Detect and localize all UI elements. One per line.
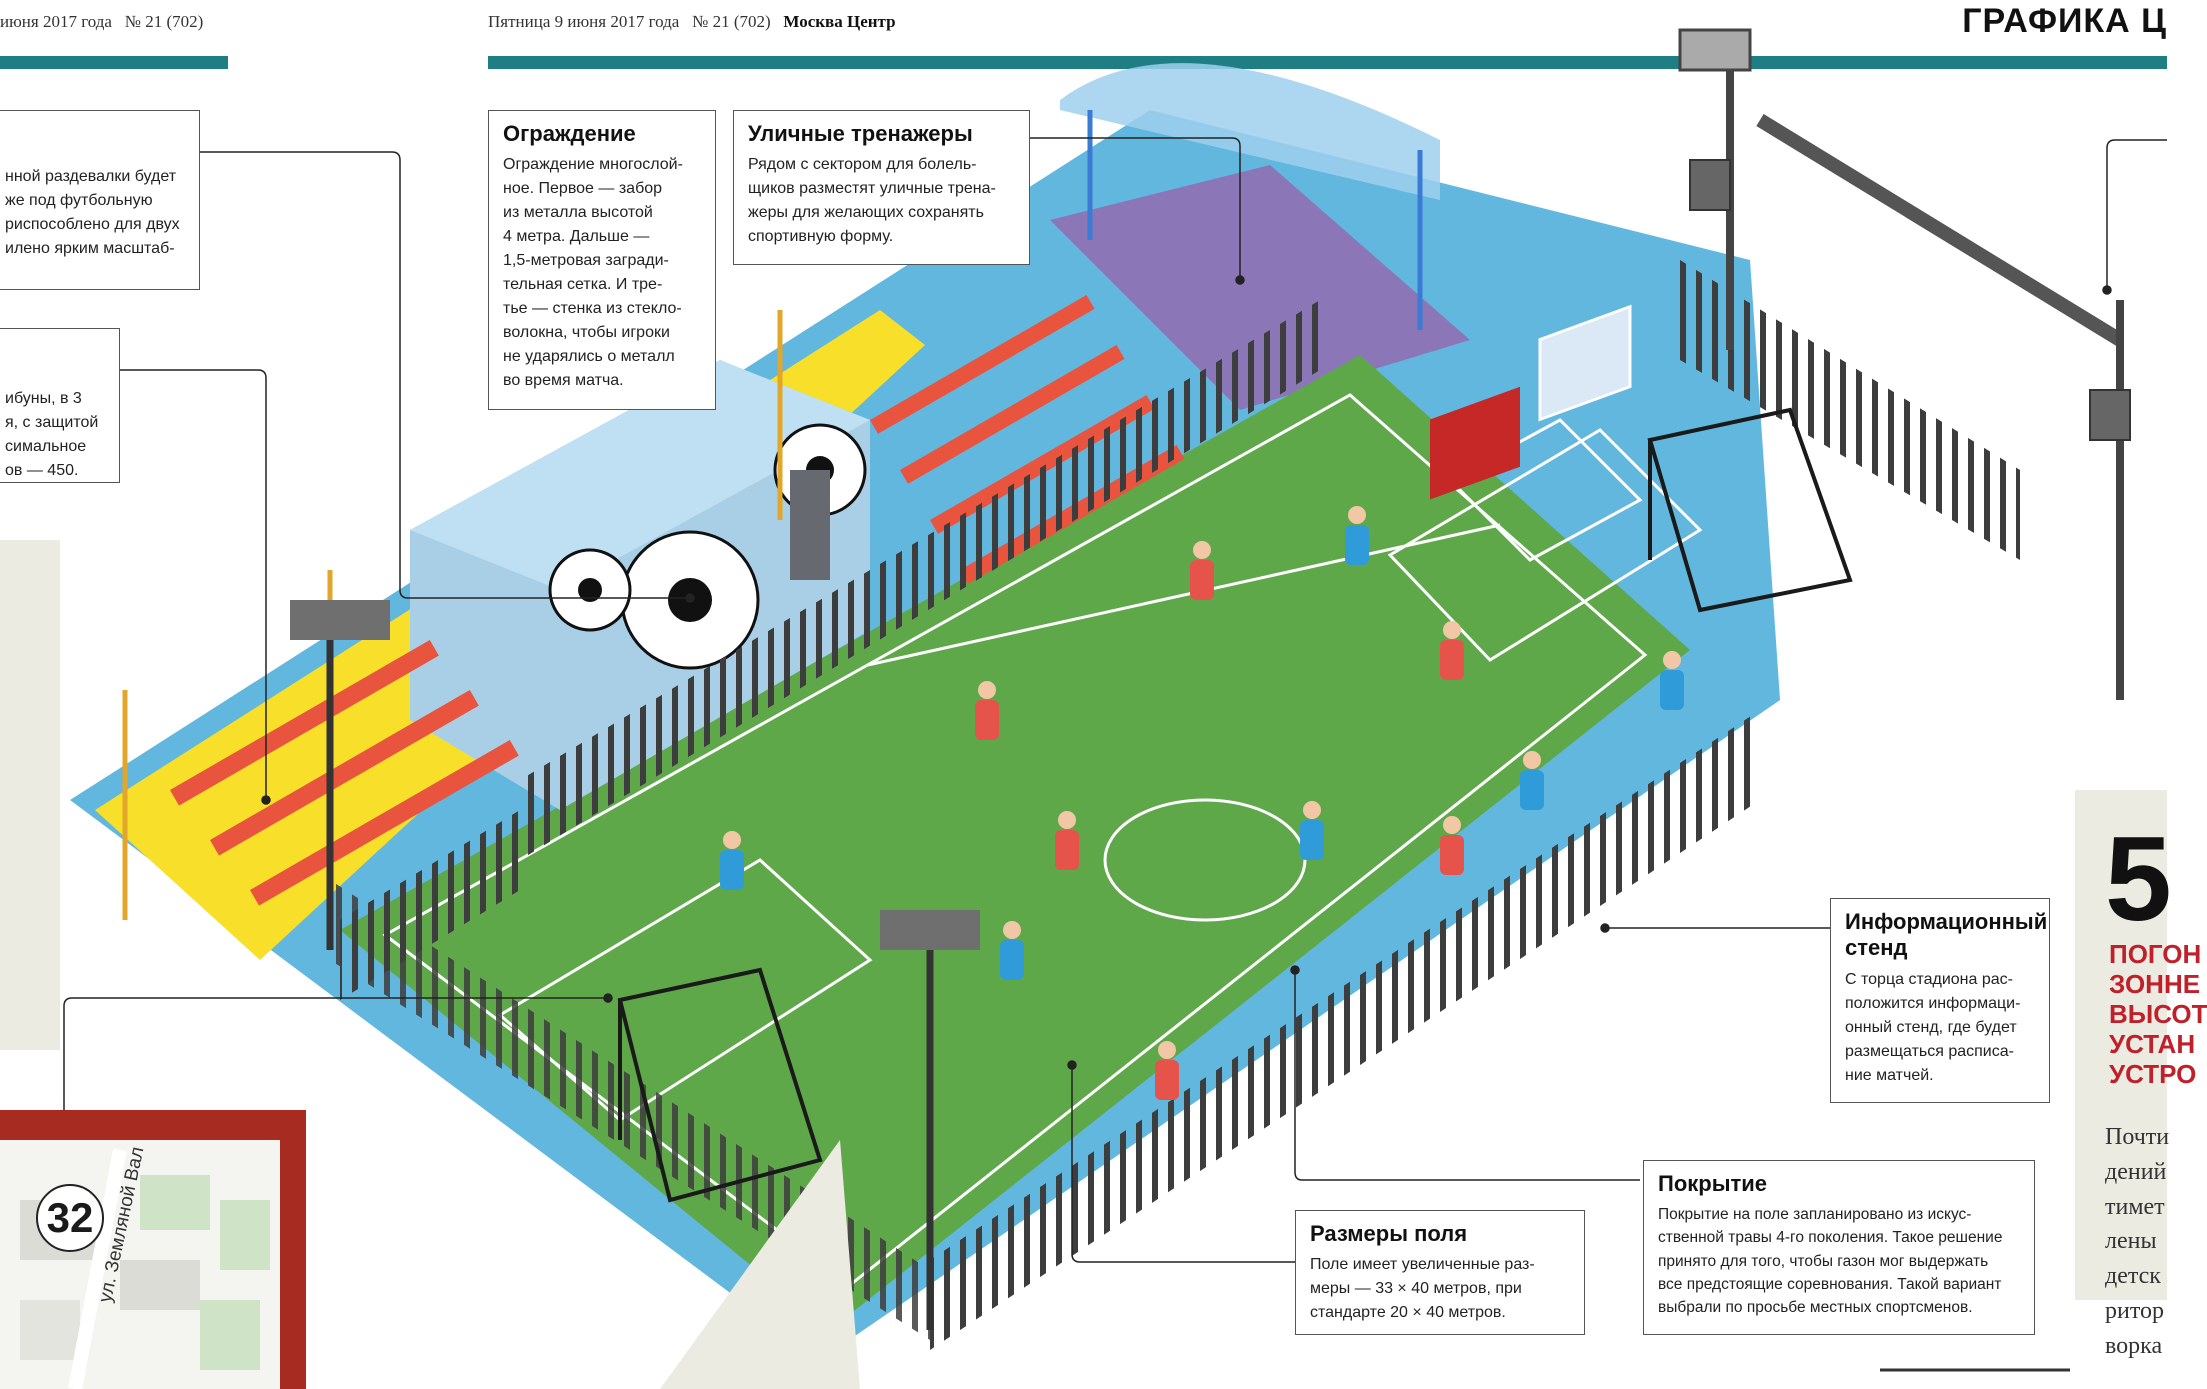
goal-near bbox=[617, 967, 823, 1203]
field-size-title: Размеры поля bbox=[1310, 1221, 1468, 1246]
section-title: ГРАФИКА Ц bbox=[1962, 2, 2167, 40]
players bbox=[720, 506, 1684, 1100]
field-size-line: стандарте 20 × 40 метров. bbox=[1310, 1304, 1506, 1321]
trainers-title: Уличные тренажеры bbox=[748, 121, 973, 146]
surface-line: принято для того, чтобы газон мог выдерж… bbox=[1658, 1252, 1989, 1270]
fence-title: Ограждение bbox=[503, 121, 636, 146]
leader-lines bbox=[63, 137, 2167, 1263]
stands-line-3: симальное bbox=[5, 438, 87, 455]
info-stand-line: положится информаци- bbox=[1845, 994, 2021, 1012]
trainer-canopy bbox=[1060, 63, 1440, 200]
trainers-line: жеры для желающих сохранять bbox=[748, 204, 984, 221]
side-panel-bg bbox=[2075, 790, 2167, 1300]
field-turf bbox=[340, 355, 1690, 1330]
locker-door bbox=[790, 470, 830, 580]
field-size-line: Поле имеет увеличенные раз- bbox=[1310, 1256, 1535, 1273]
side-body: Почти дений тимет лены детск ритор ворка bbox=[2105, 1124, 2170, 1359]
fence-right bbox=[1680, 260, 2020, 560]
side-caption: ПОГОН ЗОННЕ ВЫСОТ УСТАН УСТРО bbox=[2109, 939, 2207, 1089]
map-inset bbox=[0, 1110, 306, 1389]
left-page-date: июня 2017 года № 21 (702) bbox=[0, 12, 203, 32]
left-issue: № 21 (702) bbox=[124, 12, 204, 31]
trainers-line: Рядом с сектором для болель- bbox=[748, 156, 977, 173]
left-stands bbox=[122, 570, 519, 920]
map-pin-number: 32 bbox=[36, 1184, 104, 1252]
callout-info-stand: Информационный стенд С торца стадиона ра… bbox=[1830, 898, 2050, 1103]
fence-line: тье — стенка из стекло- bbox=[503, 300, 682, 317]
side-big-number: 5 bbox=[2105, 812, 2172, 946]
fence-line: не ударялись о металл bbox=[503, 348, 675, 365]
center-issue: № 21 (702) bbox=[692, 12, 771, 31]
left-header-bar bbox=[0, 56, 228, 69]
left-date: июня 2017 года bbox=[0, 12, 112, 31]
locker-line-4: илено ярким масштаб- bbox=[5, 240, 175, 257]
info-stand-title: Информационный стенд bbox=[1845, 909, 2048, 961]
callout-trainers: Уличные тренажеры Рядом с сектором для б… bbox=[733, 110, 1030, 265]
fence-line: Ограждение многослой- bbox=[503, 156, 683, 173]
info-stand-line: онный стенд, где будет bbox=[1845, 1018, 2017, 1036]
surface-title: Покрытие bbox=[1658, 1171, 1768, 1196]
center-page-date: Пятница 9 июня 2017 года № 21 (702) Моск… bbox=[488, 12, 896, 32]
center-date: Пятница 9 июня 2017 года bbox=[488, 12, 680, 31]
stands-line-1: ибуны, в 3 bbox=[5, 390, 82, 407]
center-edition: Москва Центр bbox=[783, 12, 896, 31]
side-panel: 5 ПОГОН ЗОННЕ ВЫСОТ УСТАН УСТРО Почти де… bbox=[2075, 790, 2207, 1359]
fence-line: тельная сетка. И тре- bbox=[503, 276, 663, 293]
locker-line-2: же под футбольную bbox=[5, 192, 153, 209]
callout-stands: ибуны, в 3 я, с защитой симальное ов — 4… bbox=[0, 328, 120, 483]
info-stand-line: ние матчей. bbox=[1845, 1066, 1934, 1084]
trainer-area bbox=[1050, 165, 1470, 410]
surface-line: Покрытие на поле запланировано из искус- bbox=[1658, 1206, 1972, 1223]
callout-locker-room: нной раздевалки будет же под футбольную … bbox=[0, 110, 200, 290]
stands-line-2: я, с защитой bbox=[5, 414, 99, 431]
field-markings bbox=[382, 393, 1703, 1287]
left-page-panel bbox=[0, 540, 60, 1050]
callout-field-size: Размеры поля Поле имеет увеличенные раз-… bbox=[1295, 1210, 1585, 1335]
surface-line: все предстоящие соревнования. Такой вари… bbox=[1658, 1275, 2002, 1293]
fence-line: 1,5-метровая загради- bbox=[503, 252, 669, 269]
callout-surface: Покрытие Покрытие на поле запланировано … bbox=[1643, 1160, 2035, 1335]
fence-line: во время матча. bbox=[503, 372, 624, 389]
fence-front bbox=[930, 710, 1760, 1350]
info-stand-line: С торца стадиона рас- bbox=[1845, 970, 2013, 988]
light-masts bbox=[290, 28, 2131, 1330]
fence-line: ное. Первое — забор bbox=[503, 180, 663, 197]
surface-line: выбрали по просьбе местных спортсменов. bbox=[1658, 1299, 1973, 1316]
goal-far bbox=[1647, 407, 1853, 613]
info-stand-line: размещаться расписа- bbox=[1845, 1042, 2014, 1060]
trainers-line: щиков разместят уличные трена- bbox=[748, 180, 996, 197]
fence-back bbox=[520, 300, 1320, 860]
trainers-line: спортивную форму. bbox=[748, 228, 894, 245]
fence-line: волокна, чтобы игроки bbox=[503, 324, 670, 341]
fence-line: 4 метра. Дальше — bbox=[503, 228, 650, 245]
pointer-wedge bbox=[660, 1140, 860, 1389]
locker-line-1: нной раздевалки будет bbox=[5, 168, 177, 185]
info-stand-graphic bbox=[1430, 304, 1632, 500]
stands-line-4: ов — 450. bbox=[5, 462, 79, 479]
surface-line: ственной травы 4-го поколения. Такое реш… bbox=[1658, 1229, 2003, 1247]
field-size-line: меры — 33 × 40 метров, при bbox=[1310, 1280, 1522, 1297]
fence-line: из металла высотой bbox=[503, 204, 653, 221]
callout-fence: Ограждение Ограждение многослой- ное. Пе… bbox=[488, 110, 716, 410]
locker-line-3: риспособлено для двух bbox=[5, 216, 180, 233]
